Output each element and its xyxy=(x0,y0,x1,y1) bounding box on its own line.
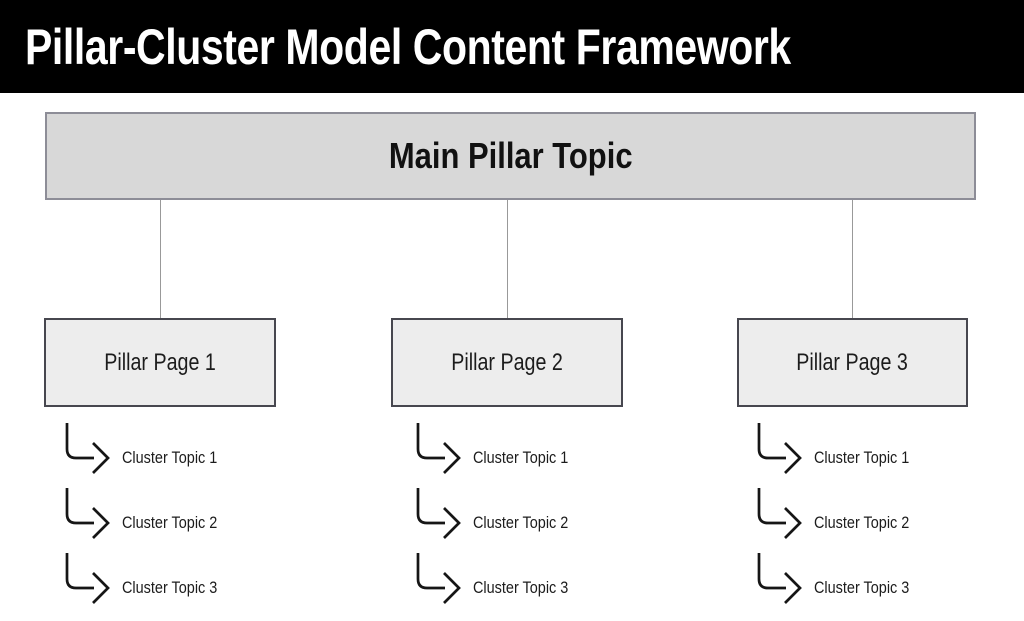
pillar-page-2-label: Pillar Page 2 xyxy=(451,348,563,376)
cluster-topic-label: Cluster Topic 3 xyxy=(473,578,569,597)
pillar-page-1-box: Pillar Page 1 xyxy=(44,318,276,407)
cluster-topic-label: Cluster Topic 1 xyxy=(122,448,218,467)
pillar-page-3-label: Pillar Page 3 xyxy=(796,348,909,376)
elbow-arrow-icon xyxy=(65,553,110,604)
elbow-arrow-icon xyxy=(416,488,461,539)
elbow-arrow-icon xyxy=(65,423,110,474)
elbow-arrow-icon xyxy=(757,553,802,604)
connector-line-2 xyxy=(507,200,508,318)
pillar-page-2-box: Pillar Page 2 xyxy=(391,318,623,407)
cluster-topic-label: Cluster Topic 1 xyxy=(814,448,910,467)
elbow-arrow-icon xyxy=(416,423,461,474)
cluster-topic-label: Cluster Topic 2 xyxy=(814,513,910,532)
pillar-page-3-box: Pillar Page 3 xyxy=(737,318,968,407)
elbow-arrow-icon xyxy=(416,553,461,604)
cluster-topic-label: Cluster Topic 3 xyxy=(122,578,218,597)
cluster-topic-label: Cluster Topic 2 xyxy=(473,513,569,532)
cluster-topic-label: Cluster Topic 2 xyxy=(122,513,218,532)
connector-line-3 xyxy=(852,200,853,318)
pillar-page-1-label: Pillar Page 1 xyxy=(104,348,216,376)
cluster-topic-label: Cluster Topic 1 xyxy=(473,448,569,467)
elbow-arrow-icon xyxy=(757,423,802,474)
elbow-arrow-icon xyxy=(65,488,110,539)
main-pillar-topic-box: Main Pillar Topic xyxy=(45,112,976,200)
connector-line-1 xyxy=(160,200,161,318)
page-title: Pillar-Cluster Model Content Framework xyxy=(25,18,791,75)
elbow-arrow-icon xyxy=(757,488,802,539)
cluster-topic-label: Cluster Topic 3 xyxy=(814,578,910,597)
header-band: Pillar-Cluster Model Content Framework xyxy=(0,0,1024,93)
main-pillar-topic-label: Main Pillar Topic xyxy=(388,135,633,176)
